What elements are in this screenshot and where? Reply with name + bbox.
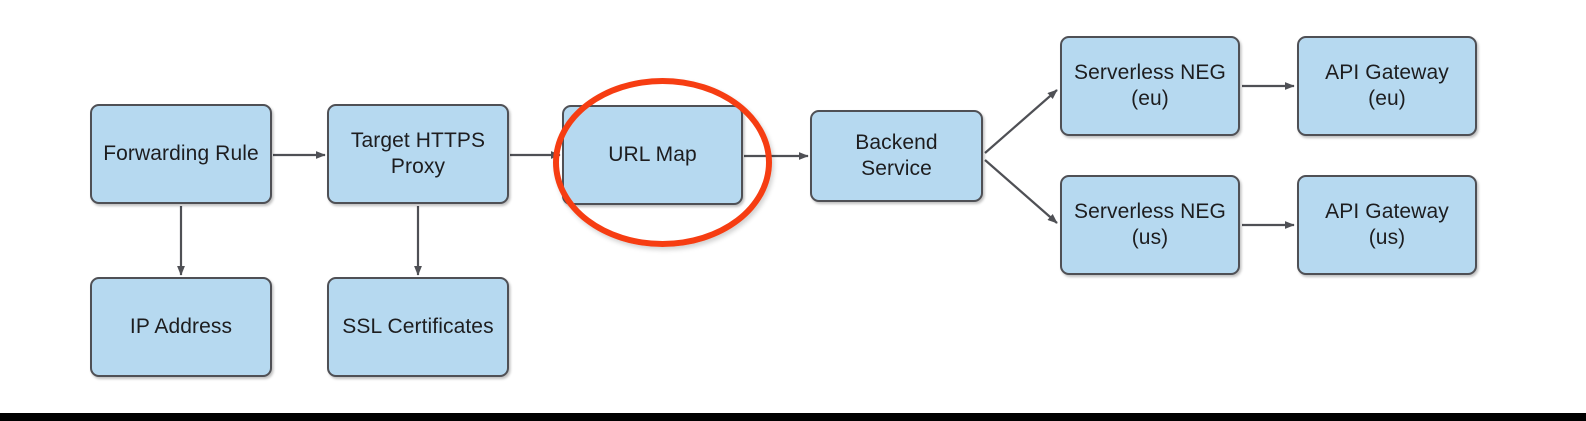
node-label: API Gateway(eu) — [1325, 60, 1449, 110]
node-ip-address[interactable]: IP Address — [90, 277, 272, 377]
node-label: Serverless NEG(eu) — [1074, 60, 1226, 110]
node-backend-service[interactable]: Backend Service — [810, 110, 983, 202]
edge-backend-service-to-serverless-neg-eu — [984, 89, 1058, 154]
url-map-highlight-annotation — [553, 78, 772, 247]
node-serverless-neg-us[interactable]: Serverless NEG(us) — [1060, 175, 1240, 275]
node-label: Forwarding Rule — [103, 141, 259, 165]
node-label: Serverless NEG(us) — [1074, 199, 1226, 249]
node-label: API Gateway(us) — [1325, 199, 1449, 249]
edge-backend-service-to-serverless-neg-us — [984, 159, 1058, 224]
node-label: Backend Service — [855, 130, 938, 180]
node-forwarding-rule[interactable]: Forwarding Rule — [90, 104, 272, 204]
node-ssl-certificates[interactable]: SSL Certificates — [327, 277, 509, 377]
bottom-black-bar — [0, 413, 1586, 421]
node-label: IP Address — [129, 314, 233, 338]
node-api-gateway-eu[interactable]: API Gateway(eu) — [1297, 36, 1477, 136]
node-api-gateway-us[interactable]: API Gateway(us) — [1297, 175, 1477, 275]
node-serverless-neg-eu[interactable]: Serverless NEG(eu) — [1060, 36, 1240, 136]
node-label: SSL Certificates — [342, 314, 494, 338]
